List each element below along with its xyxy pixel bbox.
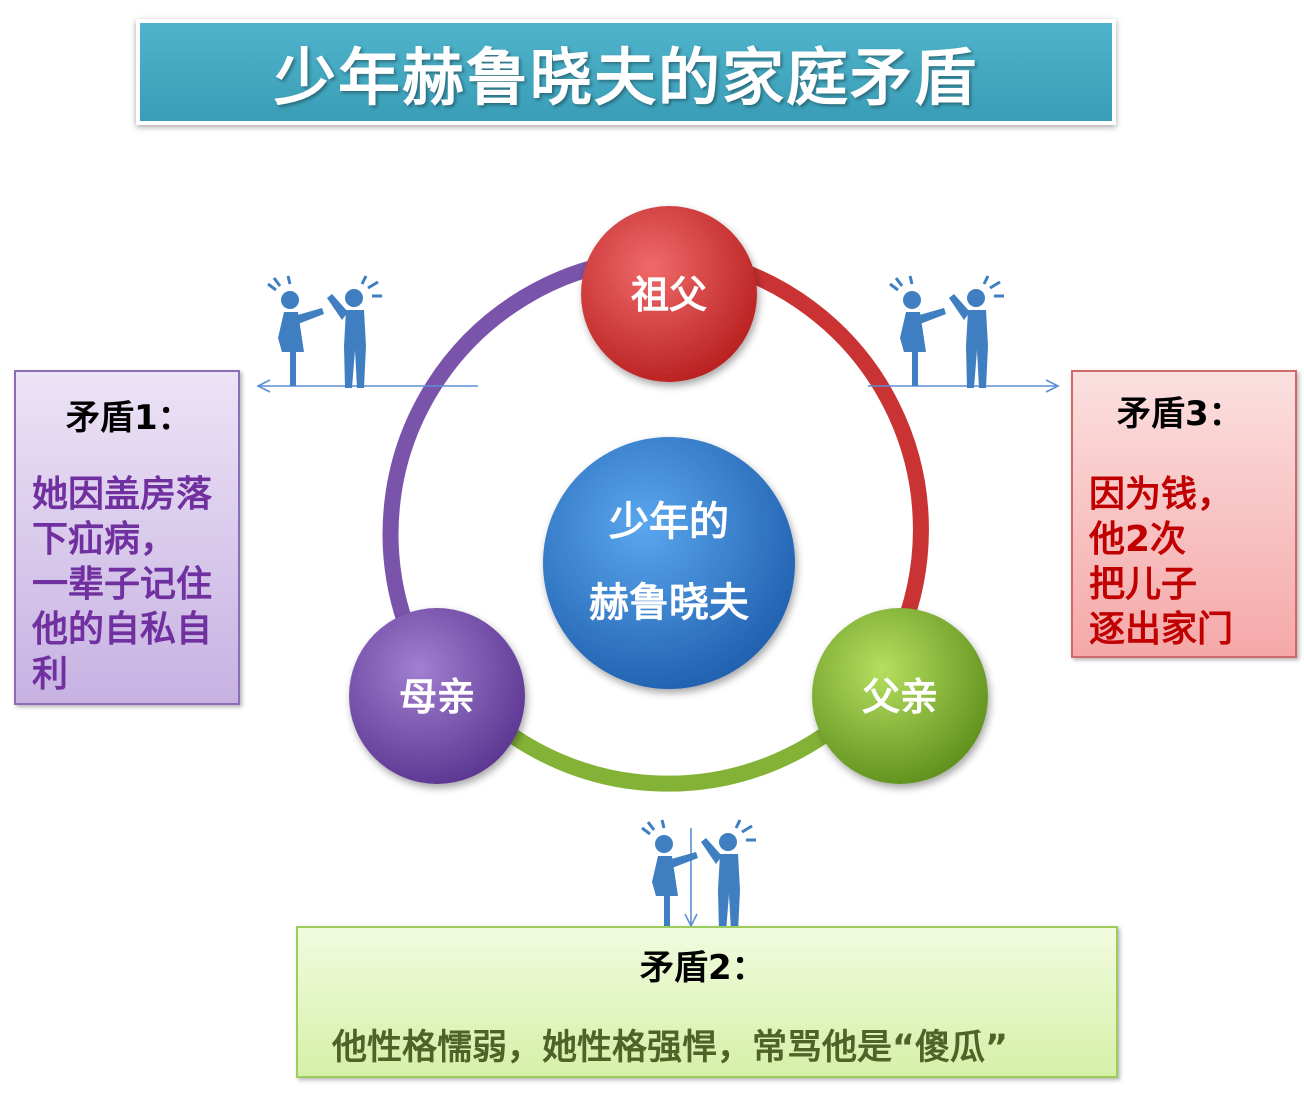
conflict-2-box: 矛盾2： 他性格懦弱，她性格强悍，常骂他是“傻瓜” <box>296 926 1118 1078</box>
grandfather-node <box>581 206 757 382</box>
center-label-line2: 赫鲁晓夫 <box>589 580 750 626</box>
father-node <box>812 608 988 784</box>
ring-arc-grandfather-father <box>697 252 929 652</box>
conflict-3-text: 因为钱， 他2次 把儿子 逐出家门 <box>1089 474 1234 650</box>
conflict-1-text: 她因盖房落 下疝病， 一辈子记住 他的自私自 利 <box>32 474 213 695</box>
arguing-couple-icon <box>890 276 1004 388</box>
conflict-1-heading: 矛盾1： <box>66 398 192 438</box>
conflict-2-heading: 矛盾2： <box>640 948 766 988</box>
mother-node <box>349 608 525 784</box>
grandfather-label: 祖父 <box>631 273 707 317</box>
conflict-3-box: 矛盾3： 因为钱， 他2次 把儿子 逐出家门 <box>1071 370 1297 658</box>
ring-arc-mother-grandfather <box>382 252 640 630</box>
arguing-couple-icon <box>642 820 756 932</box>
arguing-couple-icon <box>268 276 382 388</box>
center-label-line1: 少年的 <box>609 499 729 545</box>
mother-label: 母亲 <box>399 675 475 719</box>
center-node <box>543 437 795 689</box>
father-label: 父亲 <box>862 675 938 719</box>
conflict-2-text: 他性格懦弱，她性格强悍，常骂他是“傻瓜” <box>332 1028 1009 1068</box>
page-title: 少年赫鲁晓夫的家庭矛盾 <box>273 41 978 114</box>
title-banner: 少年赫鲁晓夫的家庭矛盾 <box>136 19 1116 125</box>
conflict-1-box: 矛盾1： 她因盖房落 下疝病， 一辈子记住 他的自私自 利 <box>14 370 240 705</box>
conflict-3-heading: 矛盾3： <box>1117 394 1243 434</box>
ring-arc-father-mother <box>466 696 870 792</box>
